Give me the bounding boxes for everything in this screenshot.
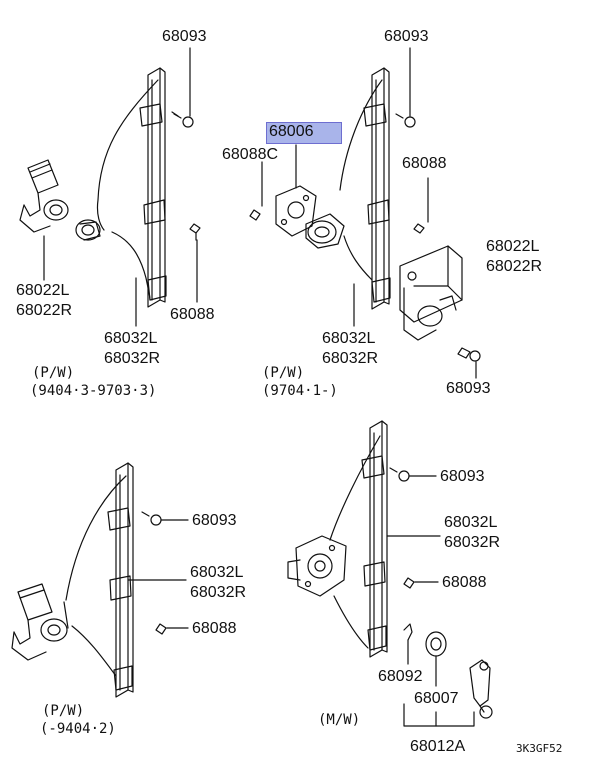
bottom-right-regulator-assembly: [329, 420, 388, 658]
label-68022l-top-right: 68022L: [486, 238, 540, 255]
diagram-code: 3K3GF52: [516, 742, 563, 755]
note-mw: (M/W): [318, 712, 361, 728]
label-68093-top-left: 68093: [162, 28, 207, 45]
label-68032l-bottom-right: 68032L: [444, 514, 498, 531]
label-68032r-bottom-right: 68032R: [444, 534, 501, 551]
bottom-left-small-parts: [127, 511, 189, 635]
label-68032r-bottom-left: 68032R: [190, 584, 247, 601]
note-pw-top-left: (P/W): [32, 365, 75, 381]
top-left-small-parts: [43, 47, 201, 327]
label-68093-bottom-left: 68093: [192, 512, 237, 529]
label-68032r-top-right: 68032R: [322, 350, 379, 367]
label-68093-top-right: 68093: [384, 28, 429, 45]
top-left-motor: [19, 159, 69, 233]
top-right-bracket-plate: [275, 185, 317, 237]
label-68032r-top-left: 68032R: [104, 350, 161, 367]
note-pw-range-top-right: (9704·1-): [262, 383, 338, 399]
label-68088c: 68088C: [222, 146, 279, 163]
label-68088-bottom-right: 68088: [442, 574, 487, 591]
label-68007: 68007: [414, 690, 459, 707]
top-left-regulator-assembly: [75, 67, 167, 308]
top-right-motor: [399, 245, 463, 341]
bottom-right-crank-mechanism: [287, 535, 347, 597]
note-pw-bottom-left: (P/W): [42, 703, 85, 719]
label-68022l-top-left: 68022L: [16, 282, 70, 299]
label-68032l-top-left: 68032L: [104, 330, 158, 347]
bottom-left-regulator-assembly: [63, 462, 134, 698]
label-68088-top-left: 68088: [170, 306, 215, 323]
label-68093-bottom-right: 68093: [440, 468, 485, 485]
label-68022r-top-right: 68022R: [486, 258, 543, 275]
label-68022r-top-left: 68022R: [16, 302, 73, 319]
note-pw-range-top-left: (9404·3-9703·3): [30, 383, 157, 399]
highlighted-part-68006[interactable]: 68006: [266, 122, 342, 144]
bottom-right-small-parts: [386, 467, 493, 727]
label-68032l-top-right: 68032L: [322, 330, 376, 347]
bottom-left-motor: [11, 583, 68, 661]
label-68088-bottom-left: 68088: [192, 620, 237, 637]
label-68032l-bottom-left: 68032L: [190, 564, 244, 581]
top-right-small-parts: [249, 47, 481, 379]
note-pw-top-right: (P/W): [262, 365, 305, 381]
note-pw-range-bottom-left: (-9404·2): [40, 721, 116, 737]
label-68092: 68092: [378, 668, 423, 685]
label-68093-top-right-bottom: 68093: [446, 380, 491, 397]
label-68088-top-right: 68088: [402, 155, 447, 172]
top-right-regulator-assembly: [305, 67, 391, 310]
label-68012a: 68012A: [410, 738, 466, 755]
